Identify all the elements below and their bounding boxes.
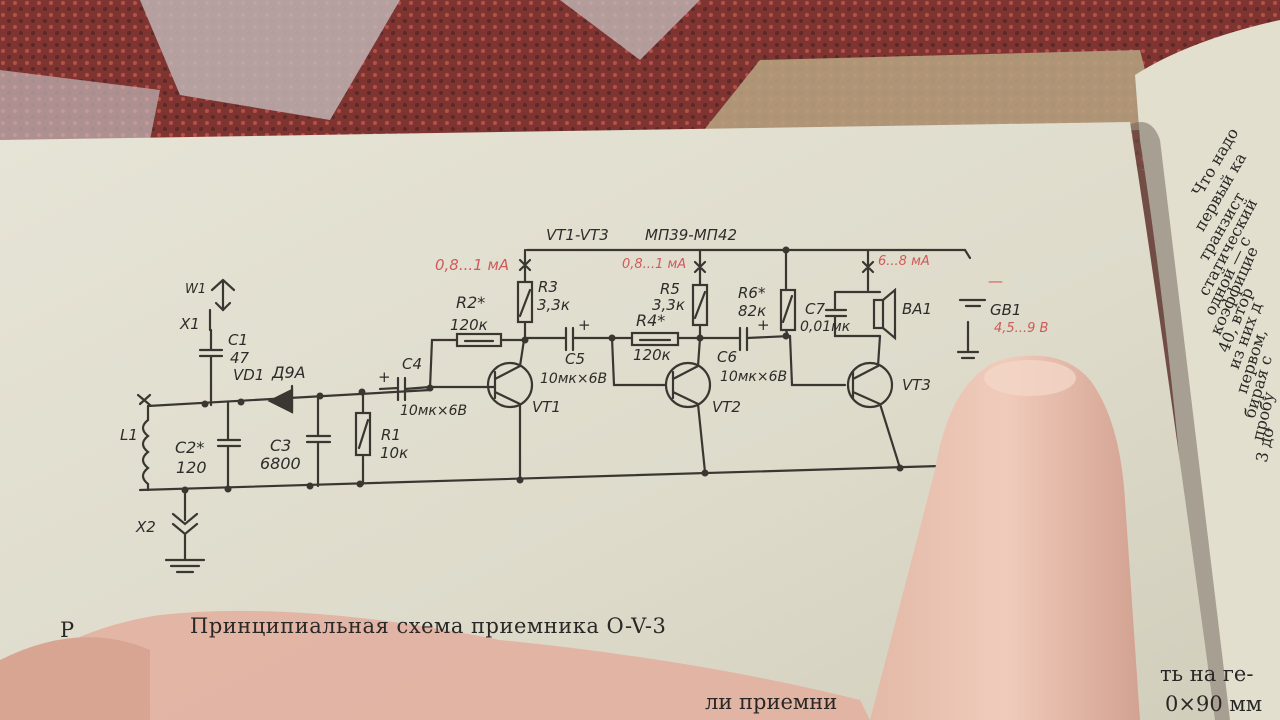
label-c5-value: 10мк×6В [540,371,608,387]
label-c4: C4 [402,355,423,373]
label-l1: L1 [120,426,138,444]
label-r4-value: 120к [633,346,671,364]
label-vt1: VT1 [532,398,561,416]
label-r6-value: 82к [738,302,767,320]
label-c5-plus: + [578,316,591,334]
figure-caption-prefix: Р [60,618,75,642]
label-r3: R3 [538,278,558,296]
right-text-line-2: 0×90 мм [1165,692,1263,716]
figure-caption: Принципиальная схема приемника O-V-3 [190,614,667,638]
label-c3-value: 6800 [260,454,301,473]
junction-dots [181,246,904,494]
label-gb1: GB1 [990,301,1022,319]
body-text-fragment: ли приемни [705,690,838,714]
label-c1-value: 47 [230,349,250,367]
label-c4-value: 10мк×6В [400,403,468,419]
label-c3: C3 [270,436,292,455]
label-ba1: BA1 [902,300,933,318]
facing-page-text: Что надо первый ка транзист статический … [1180,120,1280,480]
label-vd1: VD1 [233,366,265,384]
label-r6: R6* [738,284,766,302]
label-current-vt1: 0,8...1 мА [435,256,510,274]
finger [870,355,1140,720]
label-r3-value: 3,3к [537,296,570,314]
circuit-diagram [136,248,987,574]
label-r2-value: 120к [450,316,488,334]
label-vt2: VT2 [712,398,741,416]
label-vt3: VT3 [902,376,931,394]
label-c5: C5 [565,350,586,368]
label-c2: C2* [175,438,205,457]
label-battery-voltage: 4,5...9 В [994,321,1049,336]
label-c4-plus: + [378,368,391,386]
label-vt-group: VT1-VT3 [546,226,609,244]
label-r1-value: 10к [380,444,409,462]
label-current-vt2: 0,8...1 мА [622,257,687,272]
label-current-vt3: 6...8 мА [878,254,930,269]
label-x1: X1 [180,315,200,333]
label-c1: C1 [228,331,249,349]
label-vt-type: МП39-МП42 [645,226,738,244]
label-c6: C6 [717,348,738,366]
label-r5: R5 [660,280,680,298]
label-r4: R4* [636,311,666,330]
label-c2-value: 120 [176,458,207,477]
hand-bottom [0,610,870,720]
label-r2: R2* [456,293,486,312]
label-c6-plus: + [757,316,770,334]
label-c7: C7 [805,300,826,318]
label-battery-minus: — [988,272,1003,290]
label-r1: R1 [381,426,401,444]
right-text-line-1: ть на ге- [1160,662,1254,686]
label-c7-value: 0,01мк [800,319,851,335]
label-r5-value: 3,3к [652,296,685,314]
label-w1: W1 [185,282,207,297]
label-x2: X2 [136,518,156,536]
label-c6-value: 10мк×6В [720,369,788,385]
label-vd1-type: Д9А [272,363,306,382]
